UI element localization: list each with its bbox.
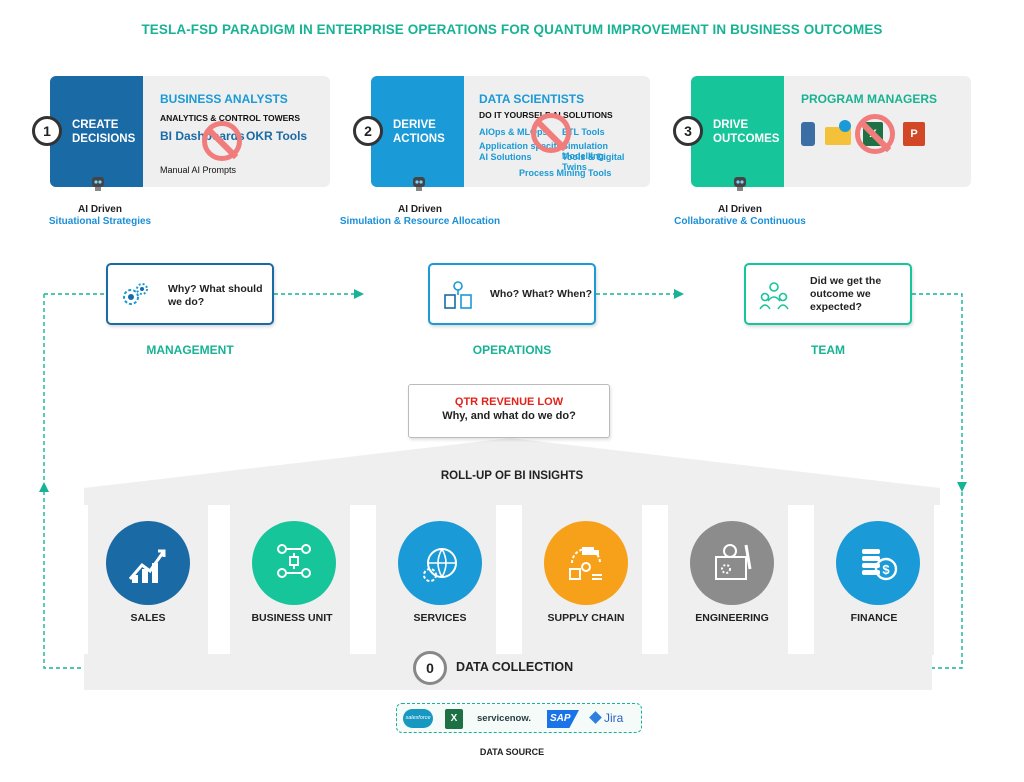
tool-okr: OKR Tools xyxy=(246,129,308,143)
role-title: PROGRAM MANAGERS xyxy=(801,92,938,106)
tool-etl: ETL Tools xyxy=(562,127,605,137)
question-box-operations: Who? What? When? xyxy=(428,263,596,325)
tool-process-mining: Process Mining Tools xyxy=(519,168,612,178)
stage-number-badge: 1 xyxy=(32,116,62,146)
stage-card-create-decisions: CREATE DECISIONS 1 BUSINESS ANALYSTS ANA… xyxy=(32,76,330,187)
org-people-icon xyxy=(252,521,336,605)
dept-label-services: SERVICES xyxy=(413,612,467,624)
ai-driven-detail: Situational Strategies xyxy=(48,216,152,227)
question-line: outcome we xyxy=(810,288,871,300)
ai-driven-detail: Simulation & Resource Allocation xyxy=(339,216,501,227)
coins-icon: $ xyxy=(836,521,920,605)
revenue-question: Why, and what do we do? xyxy=(442,410,576,422)
stage-line1: CREATE xyxy=(72,118,119,131)
stage-header: DRIVE OUTCOMES xyxy=(691,76,784,187)
ai-driven-label: AI Driven xyxy=(718,204,762,215)
robot-icon xyxy=(731,174,749,192)
sap-logo: SAP xyxy=(547,710,579,728)
globe-gear-icon xyxy=(398,521,482,605)
ai-driven-label: AI Driven xyxy=(78,204,122,215)
stage-line1: DERIVE xyxy=(393,118,436,131)
question-line: Did we get the xyxy=(810,275,882,287)
svg-text:$: $ xyxy=(882,562,890,577)
team-icon xyxy=(759,282,789,310)
tool-ai-solutions: AI Solutions xyxy=(479,152,532,162)
phone-icon xyxy=(801,122,815,146)
stage-line2: DECISIONS xyxy=(72,132,136,145)
ai-driven-caption: AI Driven Situational Strategies xyxy=(20,204,180,228)
tool-digital-twins: Tools & Digital Twins xyxy=(562,152,625,172)
question-line: Who? What? When? xyxy=(490,288,593,300)
stage-number-badge: 3 xyxy=(673,116,703,146)
label-management: MANAGEMENT xyxy=(146,343,234,357)
role-title: DATA SCIENTISTS xyxy=(479,92,585,106)
label-operations: OPERATIONS xyxy=(472,343,552,357)
label-team: TEAM xyxy=(811,343,845,357)
stage-line2: OUTCOMES xyxy=(713,132,780,145)
stage-line2: ACTIONS xyxy=(393,132,445,145)
question-box-management: Why? What should we do? xyxy=(106,263,274,325)
ai-driven-caption: AI Driven Collaborative & Continuous xyxy=(660,204,820,228)
data-collection-number-badge: 0 xyxy=(413,651,447,685)
blueprint-icon xyxy=(690,521,774,605)
robot-icon xyxy=(89,174,107,192)
dept-label-sales: SALES xyxy=(130,612,166,624)
salesforce-logo: salesforce xyxy=(403,709,433,728)
dept-label-supply-chain: SUPPLY CHAIN xyxy=(547,612,625,624)
prohibited-icon xyxy=(202,121,242,161)
role-title: BUSINESS ANALYSTS xyxy=(160,92,288,106)
stage-card-drive-outcomes: DRIVE OUTCOMES 3 PROGRAM MANAGERS X P xyxy=(673,76,971,187)
page-title: TESLA-FSD PARADIGM IN ENTERPRISE OPERATI… xyxy=(141,22,883,37)
question-line: expected? xyxy=(810,301,862,313)
rollup-title: ROLL-UP OF BI INSIGHTS xyxy=(440,470,584,482)
data-source-label: DATA SOURCE xyxy=(479,747,545,757)
data-collection-label: DATA COLLECTION xyxy=(456,660,574,674)
question-line: we do? xyxy=(168,296,205,308)
ai-driven-caption: AI Driven Simulation & Resource Allocati… xyxy=(320,204,520,228)
sap-logo-text: SAP xyxy=(550,713,571,724)
revenue-alert-box: QTR REVENUE LOW Why, and what do we do? xyxy=(408,384,610,438)
question-box-team: Did we get the outcome we expected? xyxy=(744,263,912,325)
question-text: Why? What should we do? xyxy=(168,283,263,309)
chart-growth-icon xyxy=(106,521,190,605)
salesforce-logo-text: salesforce xyxy=(405,715,431,721)
gears-icon xyxy=(123,283,148,305)
revenue-headline: QTR REVENUE LOW xyxy=(454,396,564,408)
truck-cycle-icon xyxy=(544,521,628,605)
manual-prompts-note: Manual AI Prompts xyxy=(160,165,237,175)
prohibited-icon xyxy=(531,113,571,153)
servicenow-logo: servicenow. xyxy=(477,713,532,724)
jira-logo-text: Jira xyxy=(604,711,624,725)
ai-driven-detail: Collaborative & Continuous xyxy=(674,216,806,227)
prohibited-icon xyxy=(855,114,895,154)
stage-line1: DRIVE xyxy=(713,118,749,131)
dept-label-engineering: ENGINEERING xyxy=(695,612,769,624)
dept-label-business-unit: BUSINESS UNIT xyxy=(251,612,333,624)
question-text: Who? What? When? xyxy=(490,288,592,301)
ai-driven-label: AI Driven xyxy=(398,204,442,215)
stage-number-badge: 2 xyxy=(353,116,383,146)
question-text: Did we get the outcome we expected? xyxy=(810,275,881,314)
jira-diamond-icon xyxy=(589,711,602,724)
tool-application-specific: Application specific xyxy=(479,141,565,151)
jira-logo: Jira xyxy=(589,711,624,725)
role-subtitle: ANALYTICS & CONTROL TOWERS xyxy=(160,113,301,123)
tool-simulation-modelling: Simulation Modelling xyxy=(562,141,609,161)
powerpoint-icon: P xyxy=(903,122,925,146)
robot-icon xyxy=(410,174,428,192)
notification-badge-icon xyxy=(839,120,851,132)
people-process-icon xyxy=(444,281,472,309)
dept-label-finance: FINANCE xyxy=(850,612,898,624)
excel-icon: X xyxy=(445,709,463,729)
stage-card-derive-actions: DERIVE ACTIONS 2 DATA SCIENTISTS DO IT Y… xyxy=(353,76,650,187)
data-source-logos: salesforce X servicenow. SAP Jira xyxy=(396,703,642,733)
stage-header: CREATE DECISIONS xyxy=(50,76,143,187)
question-line: Why? What should xyxy=(168,283,263,295)
tool-aiops: AIOps & MLOps xyxy=(479,127,548,137)
stage-header: DERIVE ACTIONS xyxy=(371,76,464,187)
